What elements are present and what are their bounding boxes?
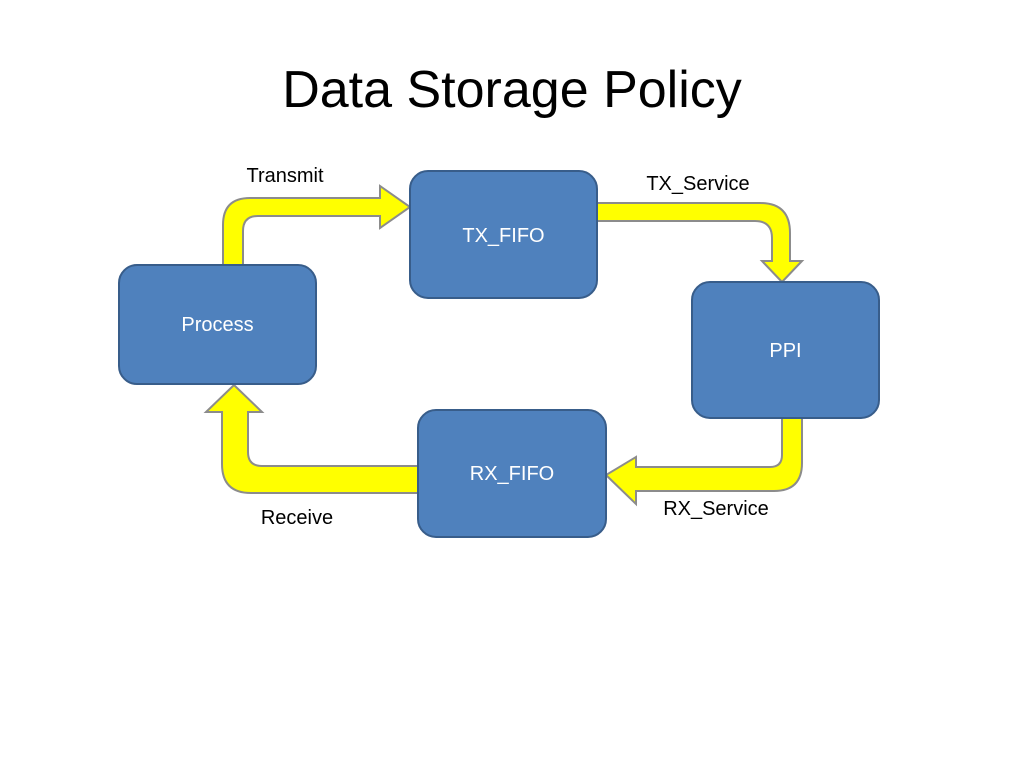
transmit-arrow xyxy=(222,184,412,266)
receive-arrow xyxy=(203,383,419,494)
edge-label-receive: Receive xyxy=(261,507,333,529)
node-process: Process xyxy=(118,264,317,385)
node-rx-fifo: RX_FIFO xyxy=(417,409,607,538)
node-tx-fifo: TX_FIFO xyxy=(409,170,598,299)
slide-title: Data Storage Policy xyxy=(282,61,742,119)
edge-label-rx-service: RX_Service xyxy=(663,498,769,520)
node-rx-fifo-label: RX_FIFO xyxy=(470,463,554,485)
node-tx-fifo-label: TX_FIFO xyxy=(462,225,544,247)
node-process-label: Process xyxy=(181,314,253,336)
edge-label-tx-service: TX_Service xyxy=(646,173,749,195)
node-ppi-label: PPI xyxy=(769,340,801,362)
rx-service-arrow xyxy=(604,417,803,507)
node-ppi: PPI xyxy=(691,281,880,419)
tx-service-arrow xyxy=(596,202,805,284)
edge-label-transmit: Transmit xyxy=(246,165,323,187)
